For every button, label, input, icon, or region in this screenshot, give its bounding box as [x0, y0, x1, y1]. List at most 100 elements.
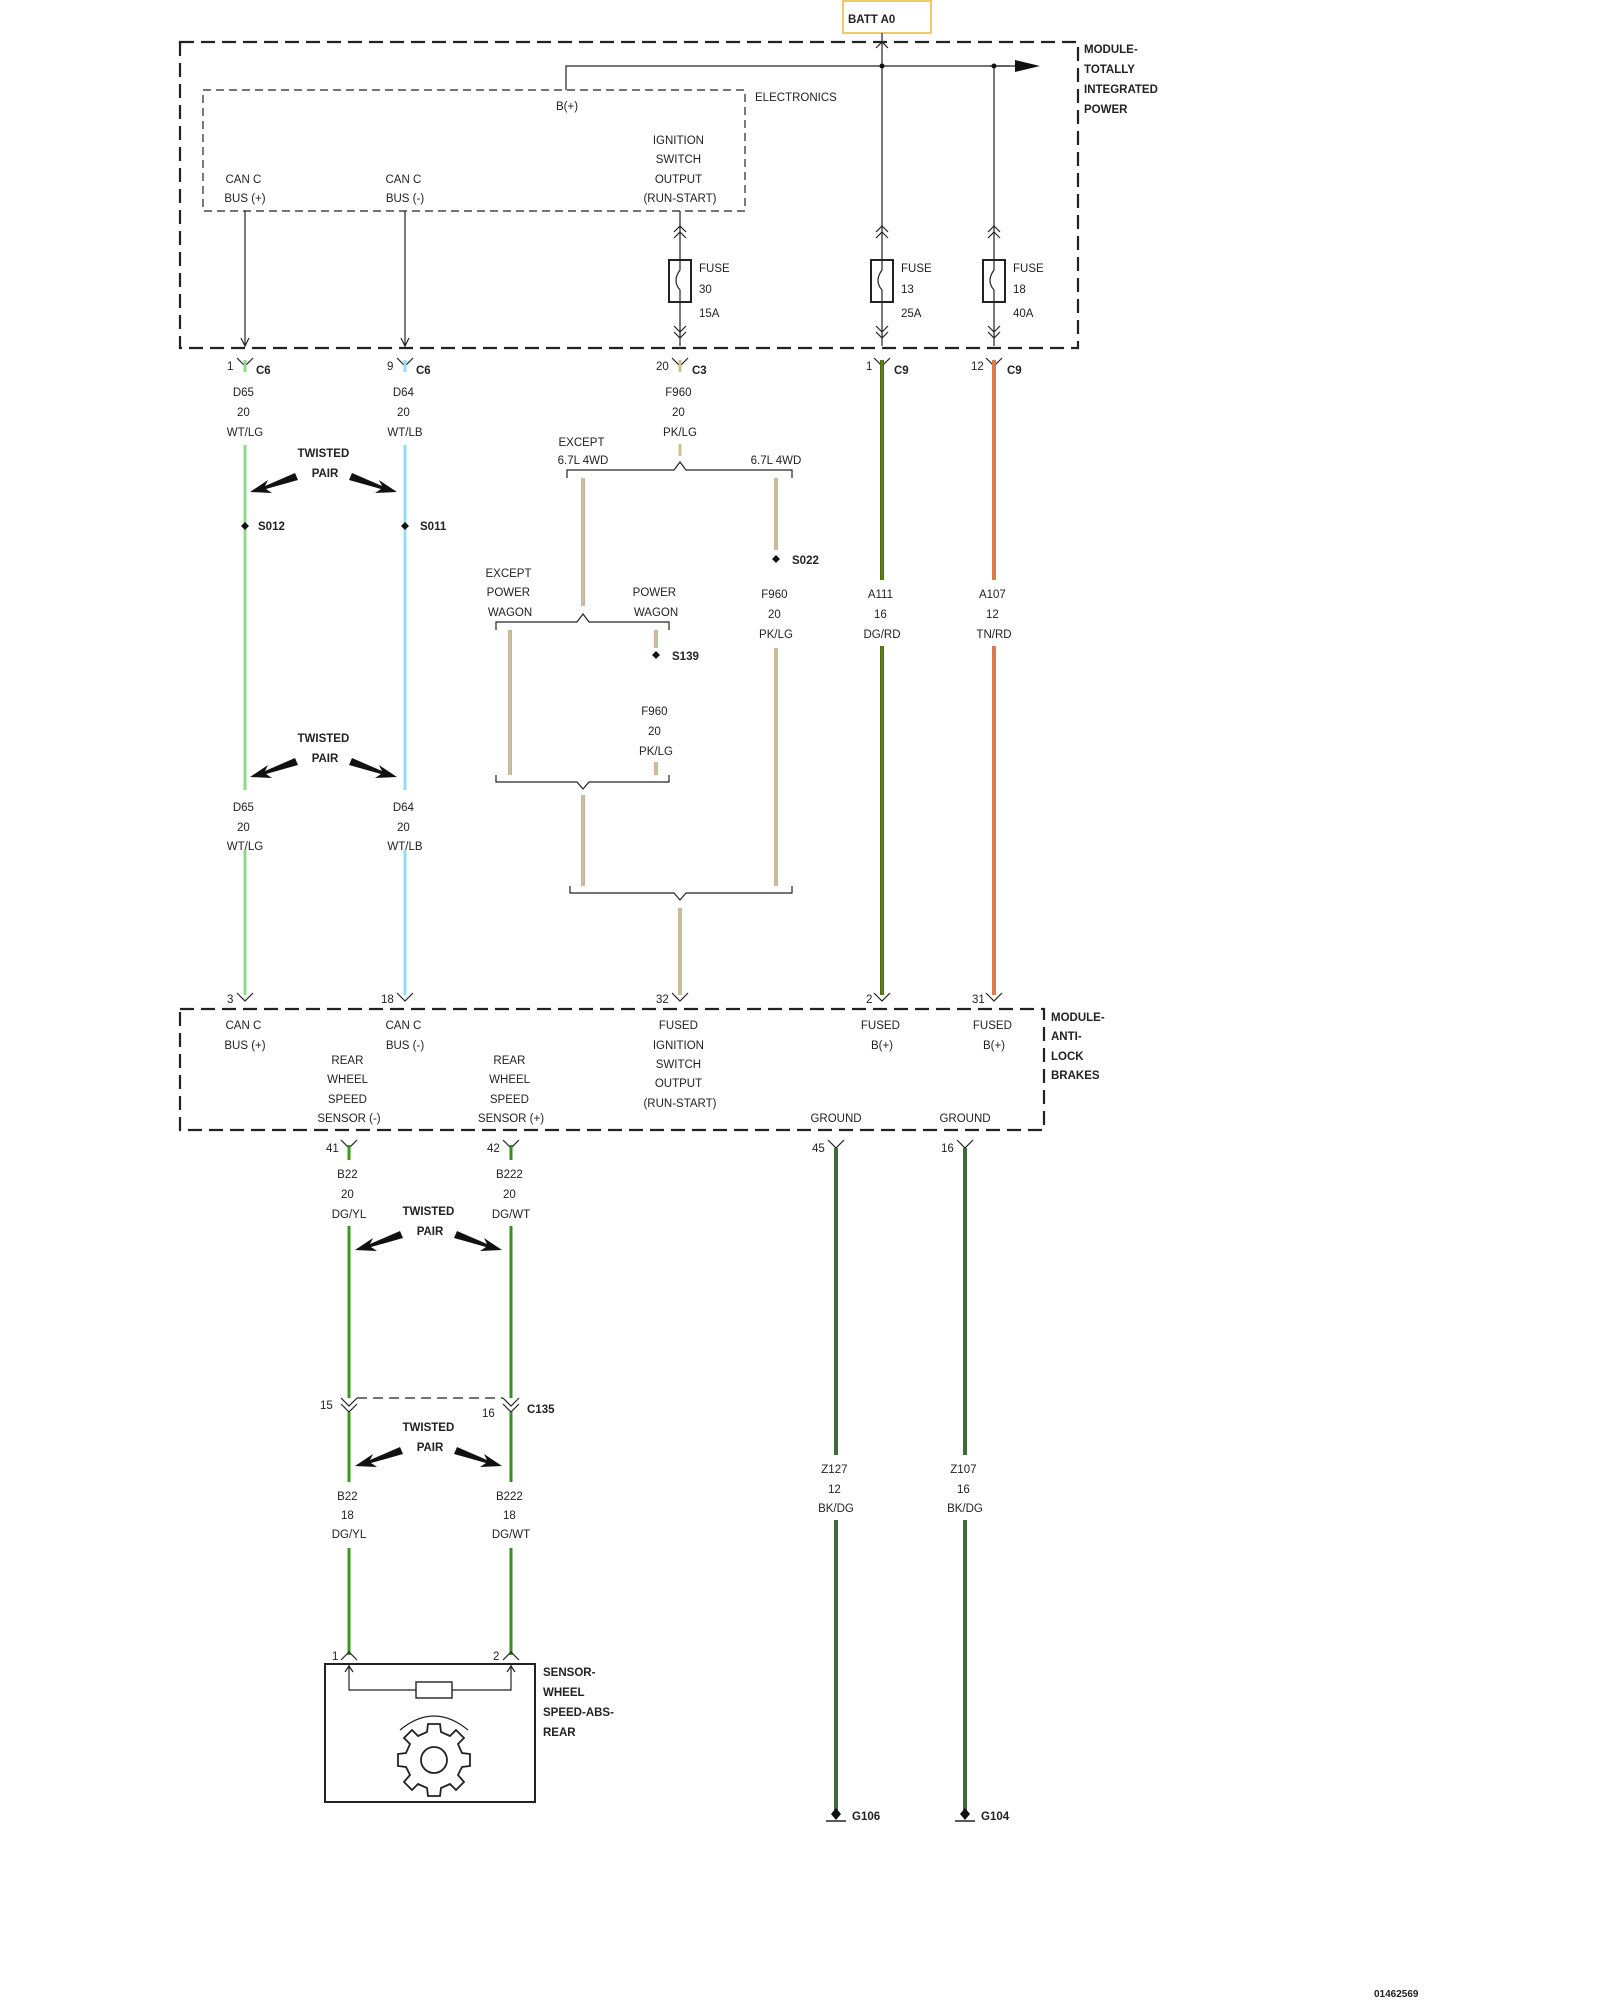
abs-pin-41: 41	[326, 1143, 339, 1155]
wire-d64-label: D64 20 WT/LB	[387, 387, 422, 439]
canc-pos-label: CAN C BUS (+)	[224, 174, 265, 205]
splice-s022-dot	[772, 555, 780, 563]
conn-c9b: C9	[1007, 365, 1022, 377]
wire-b22-b-label: B22 18 DG/YL	[332, 1491, 367, 1541]
pin-f960: 20	[656, 361, 669, 373]
splice-s012: S012	[258, 521, 285, 533]
pin-d65: 1	[227, 361, 233, 373]
conn-c6b: C6	[416, 365, 431, 377]
abs-pin-32: 32	[656, 994, 669, 1006]
wire-d64-b-label: D64 20 WT/LB	[387, 802, 422, 853]
sensor-arrow-1	[344, 1664, 354, 1673]
sensor-arrow-2	[506, 1664, 516, 1673]
abs-input-connectors	[236, 992, 1003, 1002]
brace-pw-join	[495, 775, 670, 790]
pin-a107: 12	[971, 361, 984, 373]
canc-neg-label: CAN C BUS (-)	[386, 174, 425, 205]
tipm-name: MODULE- TOTALLY INTEGRATED POWER	[1084, 44, 1161, 116]
abs-pin-2: 2	[866, 994, 872, 1006]
abs-module-box	[178, 1007, 1046, 1132]
wire-z107-label: Z107 16 BK/DG	[947, 1464, 983, 1515]
bplus-junction-2	[991, 63, 997, 69]
twisted-pair-4: TWISTED PAIR	[403, 1422, 458, 1454]
bplus-bus	[565, 65, 1010, 90]
wire-b22-label: B22 20 DG/YL	[332, 1169, 367, 1221]
abs-pin-3: 3	[227, 994, 233, 1006]
fuse30-label: FUSE 30 15A	[699, 263, 733, 320]
wire-f960-c-label: F960 20 PK/LG	[759, 589, 793, 641]
ground-g106: G106	[852, 1811, 880, 1823]
sensor-box	[324, 1663, 536, 1803]
wire-b222-b-label: B222 18 DG/WT	[492, 1491, 530, 1541]
splice-s022: S022	[792, 555, 819, 567]
pin-a111: 1	[866, 361, 872, 373]
splice-s011-dot	[401, 522, 409, 530]
document-id: 01462569	[1374, 1989, 1419, 2000]
sensor-pin-2: 2	[493, 1651, 499, 1663]
abs-ign-label: FUSED IGNITION SWITCH OUTPUT (RUN-START)	[643, 1020, 716, 1110]
tipm-connectors	[236, 357, 1003, 367]
fuse18-label: FUSE 18 40A	[1013, 263, 1047, 320]
ground-g104-icon	[955, 1808, 975, 1822]
ign-output-label: IGNITION SWITCH OUTPUT (RUN-START)	[643, 135, 716, 205]
twisted-pair-3-arrow-left	[355, 1231, 403, 1251]
splice-s011: S011	[420, 521, 447, 533]
c135-pin-15: 15	[320, 1400, 333, 1412]
sensor-pin-1: 1	[332, 1651, 338, 1663]
conn-c3: C3	[692, 365, 707, 377]
splice-s139: S139	[672, 651, 699, 663]
bplus-label: B(+)	[556, 101, 578, 113]
rws-neg-label: REAR WHEEL SPEED SENSOR (-)	[317, 1055, 380, 1125]
wire-a111-label: A111 16 DG/RD	[863, 589, 900, 641]
twisted-pair-2-arrow-right	[349, 758, 397, 778]
power-wagon-label: POWER WAGON	[633, 587, 680, 619]
fuse13-label: FUSE 13 25A	[901, 263, 935, 320]
fuse-30	[668, 211, 692, 346]
abs-name: MODULE- ANTI- LOCK BRAKES	[1051, 1012, 1108, 1082]
wire-z127-label: Z127 12 BK/DG	[818, 1464, 854, 1515]
wire-a107-label: A107 12 TN/RD	[976, 589, 1011, 641]
twisted-pair-4-arrow-left	[355, 1447, 403, 1467]
sensor-coil	[415, 1681, 453, 1699]
abs-pin-45: 45	[812, 1143, 825, 1155]
wire-f960-label: F960 20 PK/LG	[663, 387, 697, 439]
tipm-module-box	[178, 40, 1080, 350]
canc-neg-arrowhead	[400, 337, 410, 348]
splice-s139-dot	[652, 651, 660, 659]
pin-d64: 9	[387, 361, 393, 373]
abs-pin-16: 16	[941, 1143, 954, 1155]
twisted-pair-2-arrow-left	[250, 758, 298, 778]
fuse-13	[870, 225, 894, 346]
electronics-label: ELECTRONICS	[755, 92, 837, 104]
sensor-field	[399, 1715, 469, 1731]
sensor-internal	[348, 1664, 512, 1691]
ground-1-label: GROUND	[810, 1113, 861, 1125]
bplus-junction	[879, 63, 885, 69]
twisted-pair-1-arrow-left	[250, 473, 298, 493]
bplus-feed-arrow	[1015, 60, 1040, 72]
abs-fused-b2: FUSED B(+)	[973, 1020, 1015, 1052]
abs-pin-18: 18	[381, 994, 394, 1006]
sensor-name: SENSOR- WHEEL SPEED-ABS- REAR	[543, 1667, 617, 1739]
wire-d65-label: D65 20 WT/LG	[227, 387, 263, 439]
abs-canc-pos: CAN C BUS (+)	[224, 1020, 265, 1052]
electronics-box	[202, 89, 746, 212]
except-67-label: EXCEPT 6.7L 4WD	[558, 437, 609, 467]
abs-output-connectors	[340, 1139, 974, 1149]
ground-2-label: GROUND	[939, 1113, 990, 1125]
brace-67-join	[569, 886, 793, 901]
sensor-connector	[340, 1651, 520, 1661]
fuse-18	[982, 225, 1006, 346]
wire-f960-b-label: F960 20 PK/LG	[639, 706, 673, 758]
abs-pin-42: 42	[487, 1143, 500, 1155]
batt-label: BATT A0	[848, 14, 895, 26]
splice-s012-dot	[241, 522, 249, 530]
twisted-pair-2: TWISTED PAIR	[298, 733, 353, 765]
twisted-pair-1: TWISTED PAIR	[298, 448, 353, 480]
brace-67	[566, 461, 793, 478]
abs-fused-b1: FUSED B(+)	[861, 1020, 903, 1052]
abs-pin-31: 31	[972, 994, 985, 1006]
brace-pw	[495, 613, 670, 630]
only-67-label: 6.7L 4WD	[751, 455, 802, 467]
